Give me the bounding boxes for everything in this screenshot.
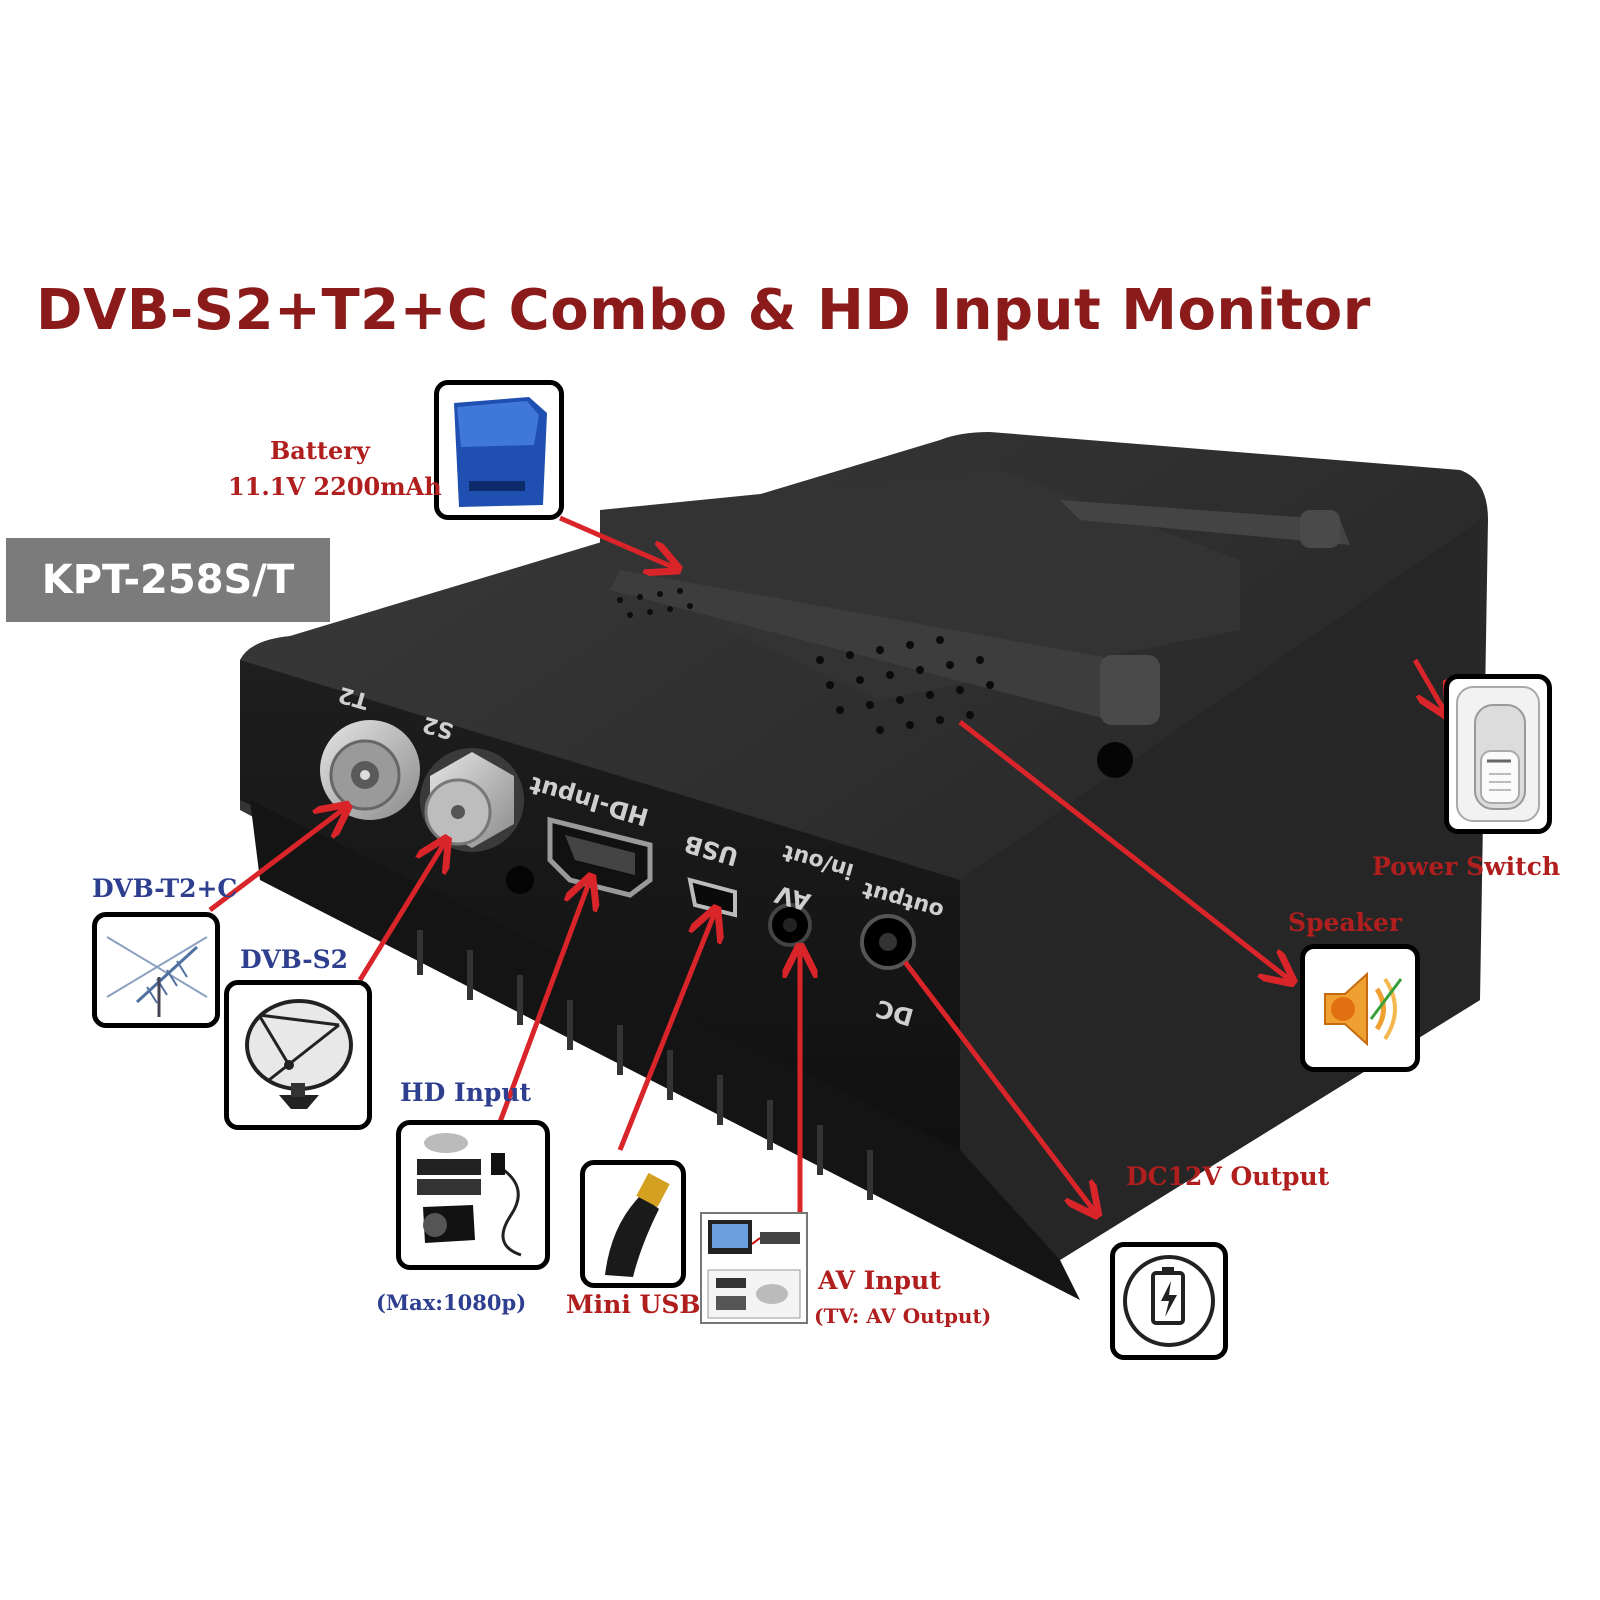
usb-cable-icon xyxy=(605,1172,670,1277)
hd-input-max: (Max:1080p) xyxy=(376,1290,527,1315)
stand-hinge-top xyxy=(1300,510,1340,548)
dvb-t2c-thumbnail xyxy=(92,912,220,1028)
antenna-icon xyxy=(106,936,208,1017)
arrow-dvb-t2c xyxy=(208,808,345,912)
power-switch-label: Power Switch xyxy=(1372,852,1561,881)
vent-holes-left xyxy=(617,588,693,618)
stand-arm-top xyxy=(1060,500,1350,545)
base-ridges xyxy=(417,930,873,1200)
hd-input-thumbnail xyxy=(396,1120,550,1270)
battery-thumbnail xyxy=(434,380,564,520)
callout-arrows xyxy=(208,515,1445,1212)
speaker-label: Speaker xyxy=(1288,908,1403,937)
s2-connector xyxy=(420,748,524,852)
av-setup-icon xyxy=(707,1220,801,1319)
av-input-note: (TV: AV Output) xyxy=(814,1304,992,1328)
arrow-mini-usb xyxy=(617,912,715,1151)
battery-cover xyxy=(600,470,1240,700)
dc-output-thumbnail xyxy=(1110,1242,1228,1360)
dvb-t2c-label: DVB-T2+C xyxy=(92,874,238,903)
power-switch-thumbnail xyxy=(1444,674,1552,834)
mini-usb-thumbnail xyxy=(580,1160,686,1288)
av-input-label: AV Input xyxy=(818,1266,941,1295)
model-badge: KPT-258S/T xyxy=(6,538,330,622)
battery-label: Battery xyxy=(270,436,370,465)
dc-output-label: DC12V Output xyxy=(1126,1162,1330,1191)
av-input-thumbnail xyxy=(700,1212,808,1324)
speaker-icon xyxy=(1324,971,1403,1047)
page-title: DVB-S2+T2+C Combo & HD Input Monitor xyxy=(36,278,1371,343)
dvb-s2-label: DVB-S2 xyxy=(240,945,349,974)
t2-connector xyxy=(320,720,420,820)
device-right-side xyxy=(960,520,1480,1260)
dvb-s2-thumbnail xyxy=(224,980,372,1130)
battery-spec: 11.1V 2200mAh xyxy=(228,472,442,501)
rear-screw-hole xyxy=(1097,742,1133,778)
hd-input-label: HD Input xyxy=(400,1078,532,1107)
stand-arm xyxy=(610,570,1160,720)
satellite-dish-icon xyxy=(245,999,353,1109)
av-jack xyxy=(768,903,812,947)
arrow-power-switch xyxy=(1412,658,1445,712)
arrow-speaker xyxy=(958,720,1290,980)
hd-sources-icon xyxy=(417,1133,522,1257)
arrow-dvb-s2 xyxy=(357,842,445,982)
speaker-thumbnail xyxy=(1300,944,1420,1072)
power-switch-icon xyxy=(1456,686,1540,822)
arrow-dc-output xyxy=(903,960,1095,1212)
battery-icon xyxy=(454,397,547,507)
dc-power-icon xyxy=(1123,1255,1215,1347)
front-screw-hole xyxy=(506,866,534,894)
arrow-hd-input xyxy=(497,880,590,1123)
speaker-grille xyxy=(816,636,994,734)
mini-usb-label: Mini USB xyxy=(566,1290,701,1319)
stand-hinge xyxy=(1100,655,1160,725)
dc-jack xyxy=(860,914,916,970)
arrow-battery xyxy=(559,515,675,568)
